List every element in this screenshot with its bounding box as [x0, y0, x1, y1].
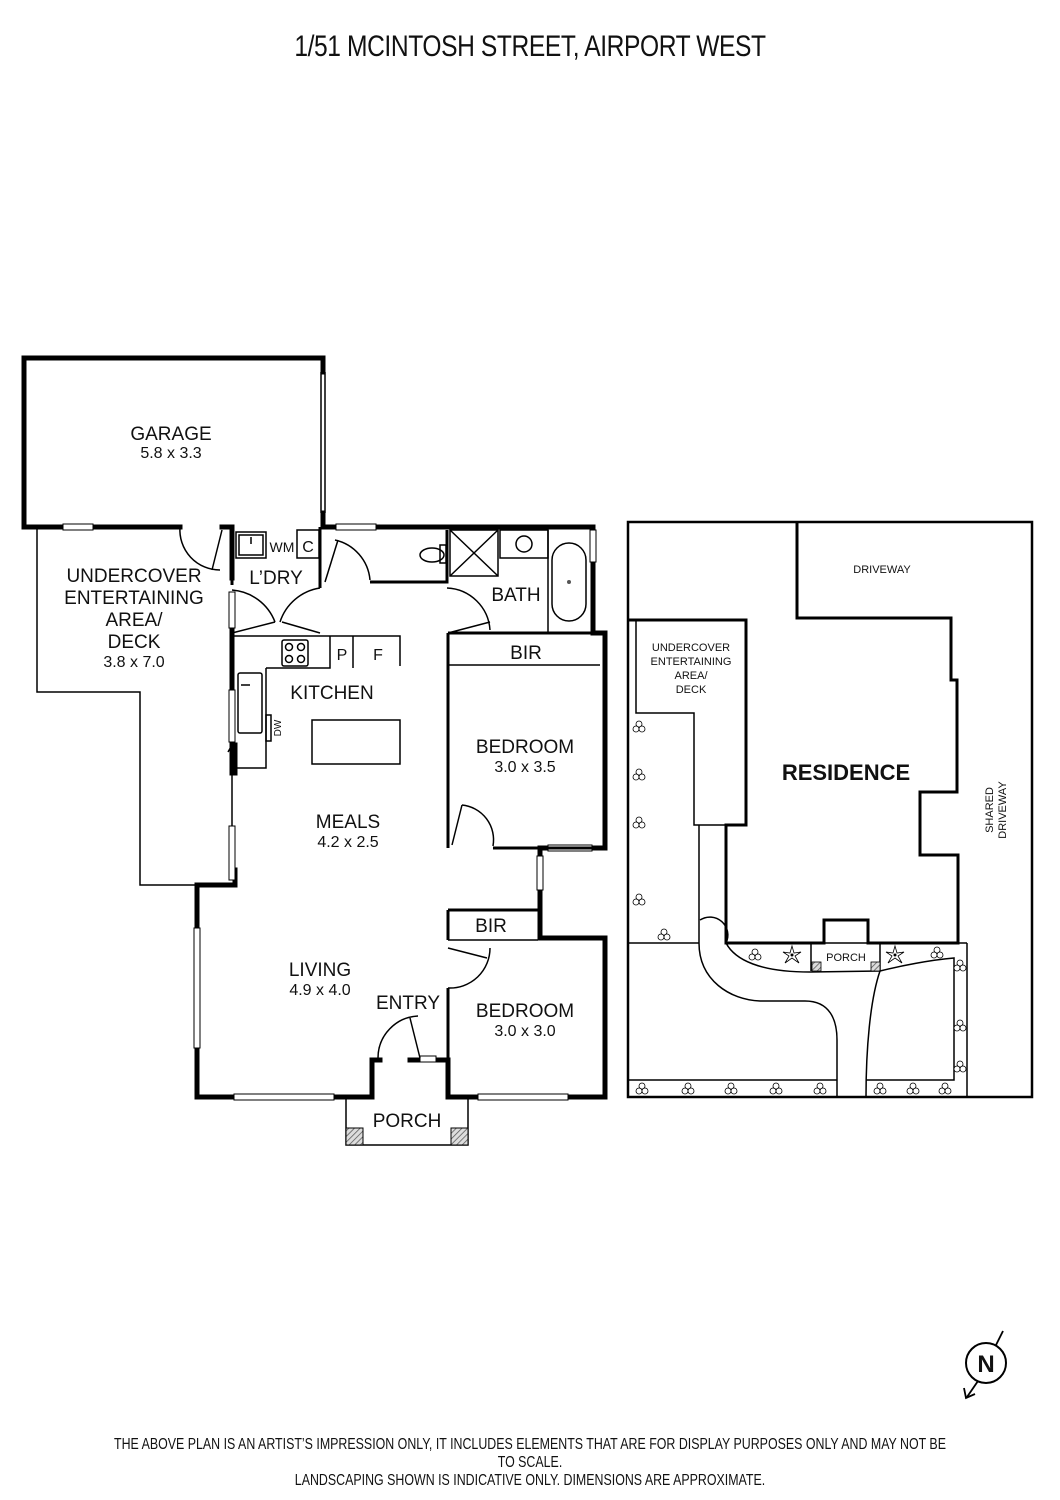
- dims-deck: 3.8 x 7.0: [103, 654, 164, 671]
- label-porch: PORCH: [373, 1111, 442, 1132]
- label-fridge: F: [373, 647, 383, 664]
- dims-garage: 5.8 x 3.3: [140, 445, 201, 462]
- dims-bedroom-1: 3.0 x 3.5: [494, 759, 555, 776]
- site-label-deck-2: ENTERTAINING: [651, 656, 732, 668]
- kitchen: [232, 635, 401, 769]
- garage: [21, 355, 453, 571]
- label-deck-1: UNDERCOVER: [66, 566, 201, 587]
- label-dishwasher: DW: [273, 719, 284, 736]
- disclaimer-line-1: THE ABOVE PLAN IS AN ARTIST’S IMPRESSION…: [114, 1436, 946, 1471]
- label-deck-4: DECK: [108, 632, 161, 653]
- dims-living: 4.9 x 4.0: [289, 982, 350, 999]
- bedroom-2: [446, 908, 540, 1097]
- site-label-deck-3: AREA/: [674, 670, 708, 682]
- site-label-porch: PORCH: [826, 952, 866, 964]
- entry-porch: [345, 1015, 469, 1146]
- label-laundry: L’DRY: [249, 568, 303, 589]
- site-label-residence: RESIDENCE: [782, 760, 910, 785]
- label-kitchen: KITCHEN: [290, 683, 373, 704]
- label-bedroom-1: BEDROOM: [476, 737, 574, 758]
- label-meals: MEALS: [316, 812, 380, 833]
- bedroom-1: [446, 631, 605, 850]
- label-bir-2: BIR: [475, 916, 507, 937]
- label-bir-1: BIR: [510, 643, 542, 664]
- label-garage: GARAGE: [130, 424, 211, 445]
- label-bath: BATH: [491, 585, 540, 606]
- laundry: [230, 527, 371, 634]
- site-label-driveway: DRIVEWAY: [853, 564, 911, 576]
- label-pantry: P: [337, 647, 348, 664]
- site-label-shared-1: SHARED: [984, 787, 996, 833]
- site-label-shared-2: DRIVEWAY: [997, 781, 1009, 839]
- disclaimer: THE ABOVE PLAN IS AN ARTIST’S IMPRESSION…: [106, 1436, 954, 1490]
- floor-plan: GARAGE 5.8 x 3.3 UNDERCOVER ENTERTAINING…: [21, 355, 608, 1146]
- page-title: 1/51 MCINTOSH STREET, AIRPORT WEST: [294, 30, 766, 63]
- site-plan: DRIVEWAY UNDERCOVER ENTERTAINING AREA/ D…: [626, 520, 1034, 1099]
- north-compass: N: [963, 1330, 1007, 1400]
- undercover-deck: [36, 527, 205, 886]
- dims-bedroom-2: 3.0 x 3.0: [494, 1023, 555, 1040]
- dims-meals: 4.2 x 2.5: [317, 834, 378, 851]
- bathroom: [370, 529, 587, 634]
- label-wm: WM: [270, 539, 295, 555]
- label-deck-2: ENTERTAINING: [64, 588, 204, 609]
- label-cupboard: C: [302, 539, 314, 556]
- compass-label: N: [977, 1351, 994, 1378]
- site-label-deck-1: UNDERCOVER: [652, 642, 730, 654]
- label-entry: ENTRY: [376, 993, 440, 1014]
- label-living: LIVING: [289, 960, 351, 981]
- site-label-deck-4: DECK: [676, 684, 707, 696]
- label-bedroom-2: BEDROOM: [476, 1001, 574, 1022]
- disclaimer-line-2: LANDSCAPING SHOWN IS INDICATIVE ONLY. DI…: [294, 1472, 766, 1489]
- label-deck-3: AREA/: [105, 610, 163, 631]
